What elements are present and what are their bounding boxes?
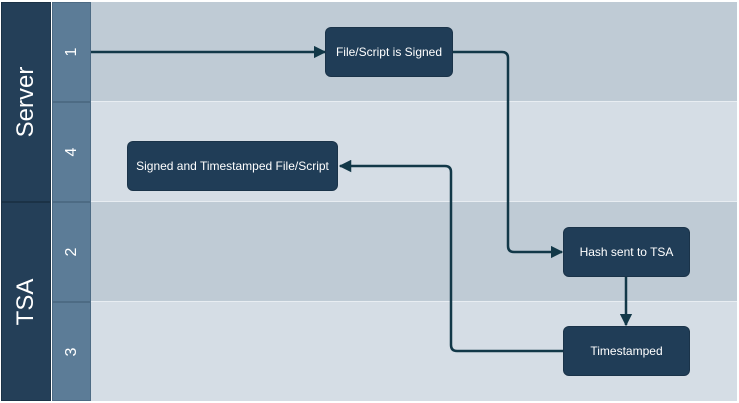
lane-tsa-header: TSA — [1, 202, 51, 401]
row-header-3: 3 — [52, 302, 91, 401]
node-timestamped[interactable]: Timestamped — [564, 327, 689, 375]
node-file-signed[interactable]: File/Script is Signed — [326, 28, 452, 76]
row-header-2: 2 — [52, 202, 91, 302]
arrow-signed-to-hash — [453, 50, 564, 259]
row-header-4: 4 — [52, 102, 91, 202]
arrow-timestamped-to-result — [338, 159, 563, 353]
row-header-1: 1 — [52, 2, 91, 102]
node-signed-timestamped-file[interactable]: Signed and Timestamped File/Script — [128, 142, 337, 190]
node-hash-sent-to-tsa[interactable]: Hash sent to TSA — [564, 228, 689, 276]
lane-server-header: Server — [1, 2, 51, 202]
